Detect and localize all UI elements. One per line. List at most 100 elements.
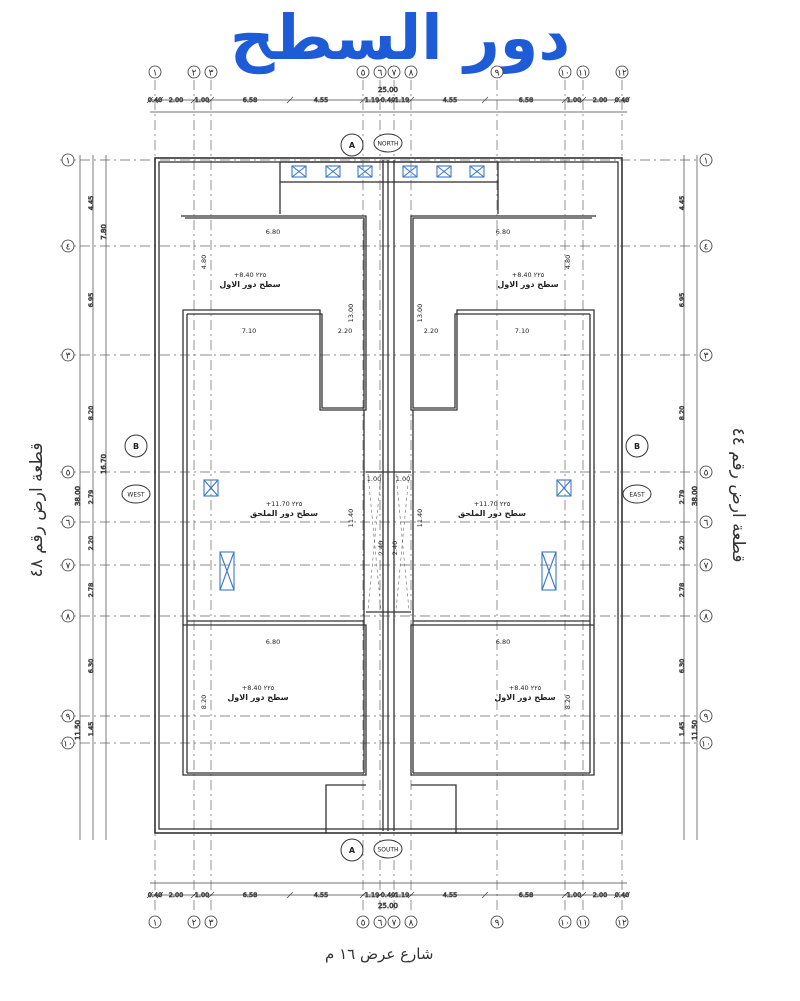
interior-dimension: 13.00: [347, 304, 355, 323]
grid-bubble: [699, 515, 713, 529]
plot-label-left: قطعة ارض رقم ٤٨: [27, 442, 47, 578]
grid-bubble: [61, 153, 75, 167]
grid-bubble-label: ١٢: [617, 69, 627, 79]
grid-bubble-label: ١٠: [701, 740, 711, 750]
section-a-top-circle: [340, 133, 364, 157]
grid-bubble-label: ٦: [378, 69, 383, 79]
dim-lower-left: 11.50: [74, 720, 82, 740]
grid-bubble: [699, 709, 713, 723]
dim-total-right: 38.00: [691, 486, 699, 506]
dim-value-bottom: 1.00: [195, 891, 209, 899]
grid-bubble-label: ١٠: [560, 919, 570, 929]
interior-dimension: 7.10: [242, 327, 256, 335]
grid-bubble: [699, 465, 713, 479]
grid-bubble-label: ٦: [378, 919, 383, 929]
grid-bubble-label: ٥: [66, 469, 71, 479]
dim-tick: [207, 891, 215, 899]
grid-bubble-label: ٣: [209, 69, 214, 79]
grid-bubble-label: ٧: [66, 562, 71, 572]
grid-bubble-label: ٨: [409, 919, 414, 929]
grid-bubble: [490, 65, 504, 79]
dim-value-bottom: 0.40: [148, 891, 162, 899]
grid-bubble: [490, 915, 504, 929]
interior-dimension: 2.20: [424, 327, 438, 335]
dim-value-bottom: 0.40: [381, 891, 395, 899]
section-b-left-label: B: [133, 442, 139, 451]
grid-bubble-label: ٨: [66, 613, 71, 623]
grid-bubble-label: ٩: [495, 919, 500, 929]
dim-tick: [481, 96, 489, 104]
dim-value-right: 6.95: [678, 293, 686, 307]
dim-value-right: 8.20: [678, 406, 686, 420]
dim-tick: [561, 891, 569, 899]
dim-value-top: 0.40: [381, 96, 395, 104]
section-a-bottom-label: A: [349, 846, 356, 855]
grid-bubble-label: ٣: [66, 352, 71, 362]
grid-bubble-label: ٣: [209, 919, 214, 929]
dim-tick: [390, 891, 398, 899]
dim-value-right: 2.79: [678, 490, 686, 504]
interior-dimension: 11.40: [416, 509, 424, 528]
grid-bubble-label: ٨: [409, 69, 414, 79]
dim-value-top: 1.19: [365, 96, 379, 104]
dim-tick: [286, 891, 294, 899]
dim-value-bottom: 1.00: [567, 891, 581, 899]
section-a-top-label: A: [349, 141, 356, 150]
roof-first-bottom-right-label: سطح دور الاول: [494, 693, 555, 702]
grid-bubble: [61, 515, 75, 529]
dim-value-right: 6.30: [678, 659, 686, 673]
dim-tick: [146, 96, 154, 104]
building-outline: [154, 157, 623, 834]
grid-bubble-label: ٧: [392, 919, 397, 929]
grid-bubble: [187, 915, 201, 929]
interior-dimension: 6.80: [266, 638, 280, 646]
dim-value-top: 2.00: [169, 96, 183, 104]
roof-first-top-left-label: سطح دور الاول: [219, 280, 280, 289]
roof-first-top-right-label: سطح دور الاول: [497, 280, 558, 289]
grid-bubble: [61, 609, 75, 623]
dim-tick: [359, 891, 367, 899]
dim-tick: [146, 891, 154, 899]
dim-value-bottom: 1.19: [395, 891, 409, 899]
grid-bubble-label: ١٠: [63, 740, 73, 750]
grid-lines: [60, 80, 712, 912]
dim-tick: [623, 96, 631, 104]
dim-total-left: 38.00: [74, 486, 82, 506]
grid-bubble: [615, 915, 629, 929]
dim-value-top: 1.19: [395, 96, 409, 104]
grid-bubble-label: ٢: [192, 69, 197, 79]
street-label: شارع عرض ١٦ م: [325, 945, 434, 963]
south-marker-badge: [373, 839, 403, 859]
north-marker-badge: [373, 133, 403, 153]
roof-annex-left-label: سطح دور الملحق: [250, 509, 318, 518]
interior-dimension: 8.20: [200, 695, 208, 709]
dim-value-bottom: 2.00: [169, 891, 183, 899]
grid-bubble: [61, 465, 75, 479]
interior-dimension: 2.40: [391, 541, 399, 555]
grid-bubble-label: ٥: [361, 69, 366, 79]
interior-dimension: 13.00: [416, 304, 424, 323]
dim-tick: [156, 891, 164, 899]
interior-dimension: 11.40: [347, 509, 355, 528]
dim-value-bottom: 6.58: [243, 891, 257, 899]
interior-dimension: 4.80: [200, 255, 208, 269]
section-b-left-circle: [124, 434, 148, 458]
dim-value-top: 0.40: [148, 96, 162, 104]
grid-bubble-label: ٨: [704, 613, 709, 623]
grid-bubble: [148, 915, 162, 929]
grid-bubble: [699, 153, 713, 167]
dim-value-top: 6.58: [519, 96, 533, 104]
interior-dimension: 2.40: [377, 541, 385, 555]
grid-bubble: [404, 915, 418, 929]
grid-bubble: [404, 65, 418, 79]
grid-bubble: [61, 239, 75, 253]
grid-bubble-label: ٤: [704, 243, 709, 253]
interior-dimension: 4.80: [564, 255, 572, 269]
grid-bubble-label: ٧: [392, 69, 397, 79]
dim-tick: [407, 891, 415, 899]
dim-value-bottom: 4.55: [314, 891, 328, 899]
roof-first-bottom-right-level: +8.40 ٢٢٥: [509, 684, 542, 692]
grid-bubble: [61, 736, 75, 750]
